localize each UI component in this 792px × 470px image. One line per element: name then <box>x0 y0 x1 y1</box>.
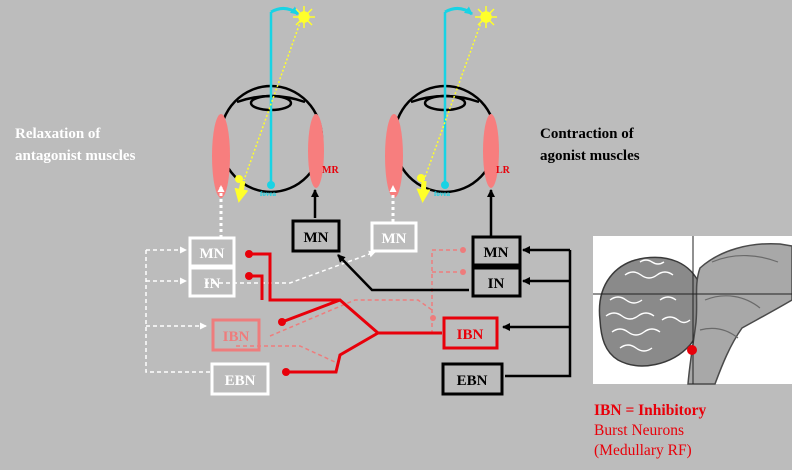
right-eye <box>385 6 499 203</box>
contraction-label: Contraction of agonist muscles <box>540 126 640 164</box>
left-eye-antagonist-muscle <box>212 114 230 198</box>
right-image-shift-arrow-icon <box>416 180 431 203</box>
left-mn-box: MN <box>188 236 236 268</box>
mr-label: MR <box>322 165 339 176</box>
ibn-definition-note: IBN = Inhibitory Burst Neurons (Medullar… <box>594 401 706 461</box>
left-in-box: IN <box>188 266 236 298</box>
left-image-shift-arrow-icon <box>234 180 249 203</box>
middle-mn-box: MN <box>291 219 341 253</box>
left-ebn-label: EBN <box>225 373 256 389</box>
right-fovea-dot <box>441 181 449 189</box>
medullary-rf-marker <box>687 345 697 355</box>
right-white-mn-label: MN <box>382 231 407 247</box>
right-in-label: IN <box>488 276 505 292</box>
right-ibn-label: IBN <box>457 327 484 343</box>
in-to-left-mn-arrow <box>337 254 469 292</box>
left-fovea-label: fovea <box>260 190 276 198</box>
relaxation-label: Relaxation of antagonist muscles <box>15 126 136 164</box>
right-ebn-label: EBN <box>457 373 488 389</box>
right-eye-antagonist-muscle <box>385 114 403 198</box>
right-gaze-shift-arrow-icon <box>444 6 473 16</box>
right-target-image-dot <box>417 174 425 182</box>
right-fovea-label: fovea <box>434 190 450 198</box>
lr-muscle <box>483 114 499 188</box>
sun-target-icon <box>475 6 497 28</box>
ibn-definition-line2: Burst Neurons <box>594 422 684 439</box>
left-ibn-box: IBN <box>211 318 261 352</box>
left-ibn-label: IBN <box>223 329 250 345</box>
ibn-definition-line1: IBN = Inhibitory <box>594 402 707 419</box>
left-gaze-shift-arrow-icon <box>270 6 299 16</box>
middle-mn-label: MN <box>304 230 329 246</box>
right-in-box: IN <box>471 266 522 298</box>
right-ebn-box: EBN <box>441 362 504 396</box>
left-target-sightline <box>243 16 303 181</box>
right-ibn-box: IBN <box>442 316 499 350</box>
excitatory-pathways <box>311 189 572 378</box>
right-mn-label: MN <box>484 245 509 261</box>
lr-label: LR <box>496 165 511 176</box>
left-ebn-feedback-dotted <box>145 250 210 373</box>
ibn-definition-line3: (Medullary RF) <box>594 442 692 459</box>
left-fovea-dot <box>267 181 275 189</box>
left-ebn-box: EBN <box>210 362 270 396</box>
sun-target-icon <box>293 6 315 28</box>
active-inhibitory-pathways <box>246 252 442 374</box>
mr-muscle <box>308 114 324 188</box>
left-in-label: IN <box>204 276 221 292</box>
ebn-feedback-line <box>505 250 572 378</box>
right-target-sightline <box>423 16 484 181</box>
right-white-mn-box: MN <box>370 221 418 253</box>
brainstem-section-image <box>593 236 792 385</box>
left-eye <box>212 6 324 203</box>
left-mn-label: MN <box>200 246 225 262</box>
right-mn-box: MN <box>471 235 522 267</box>
